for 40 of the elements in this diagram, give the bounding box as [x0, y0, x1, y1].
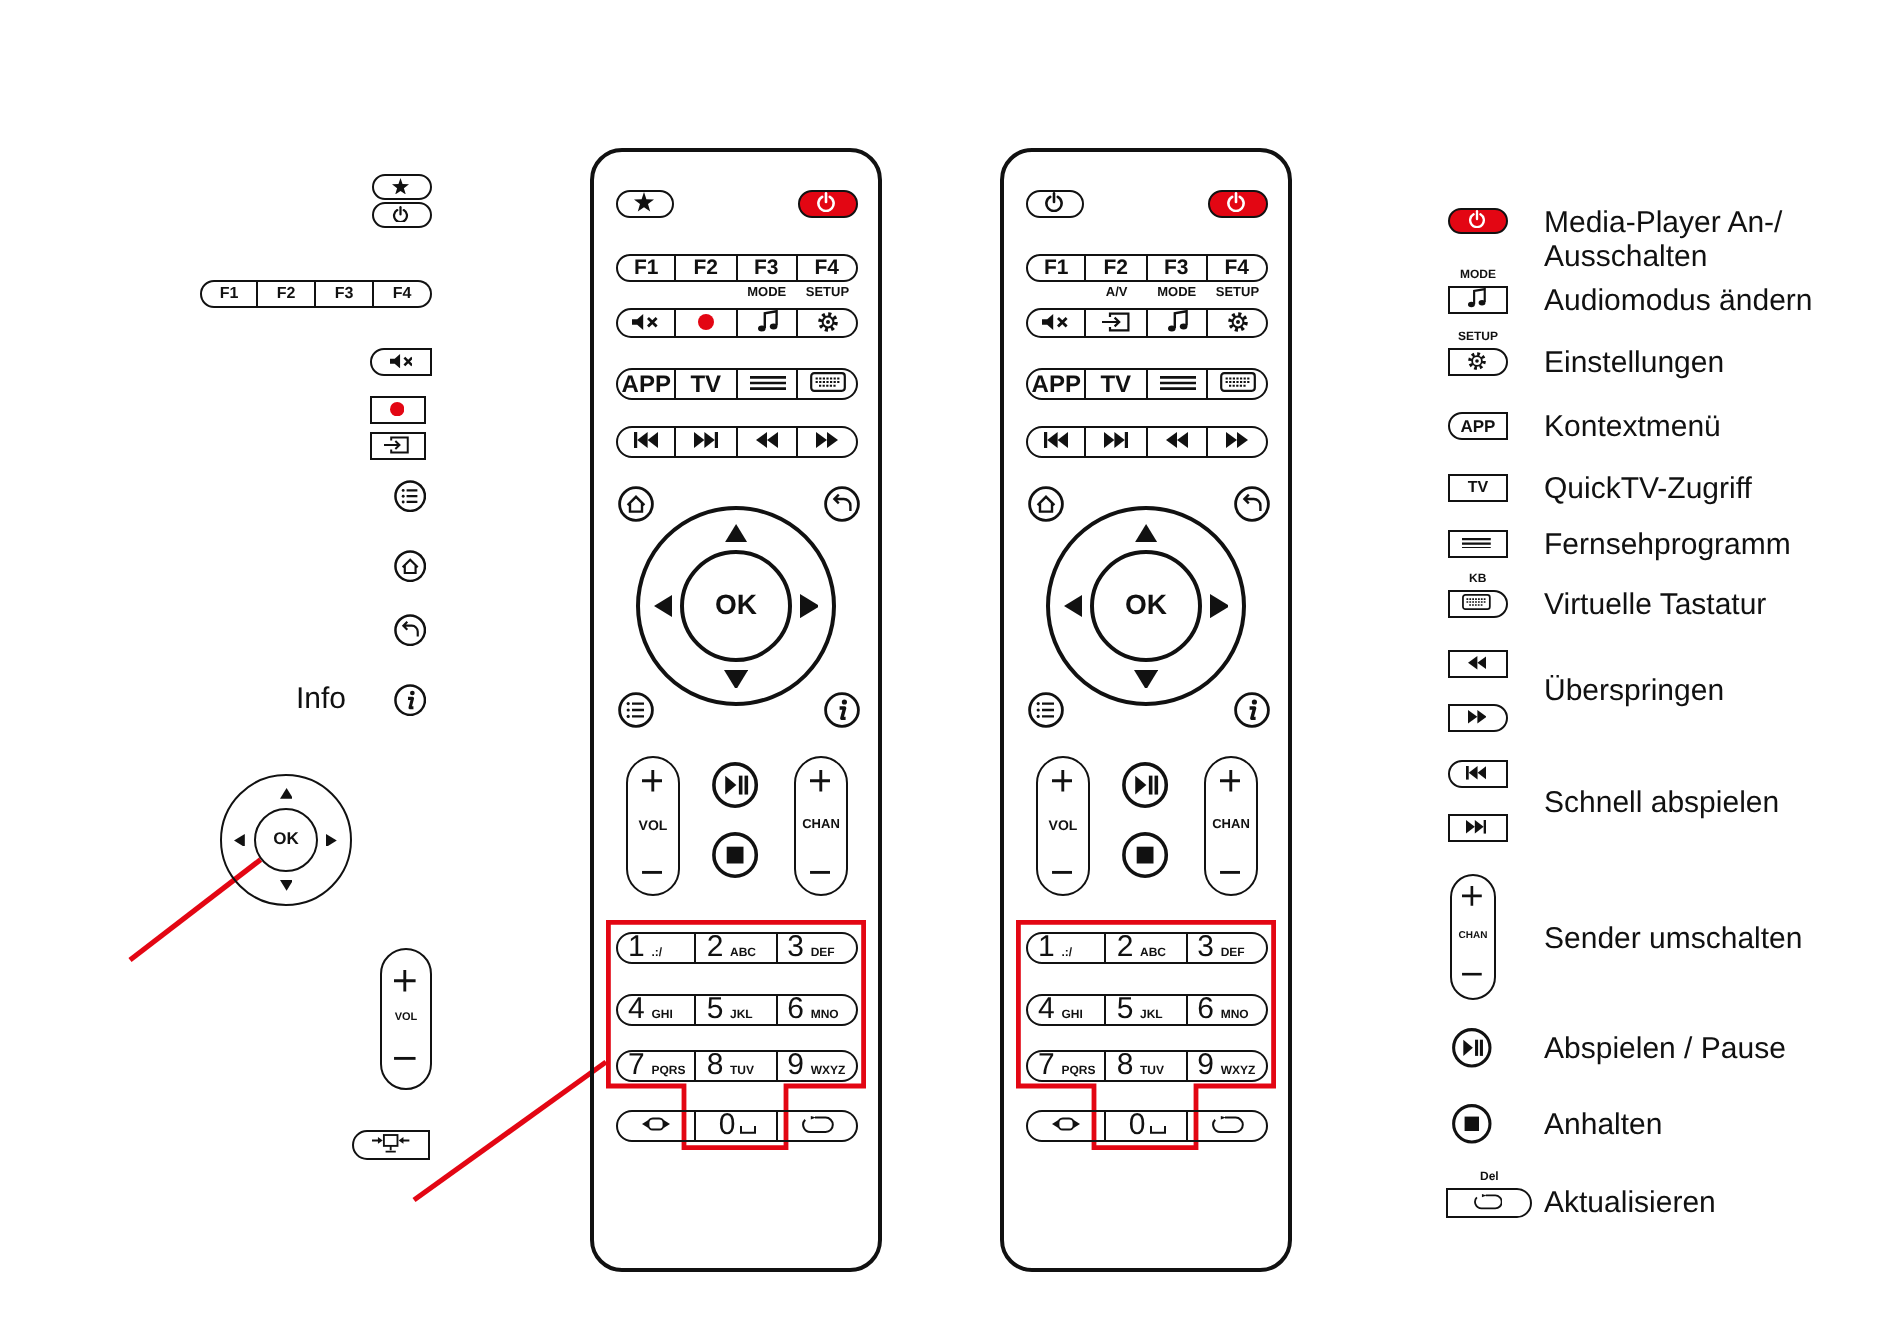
remote-key: F2	[1086, 254, 1147, 282]
legend-text: Überspringen	[1544, 673, 1725, 707]
remote-key: F3	[737, 254, 798, 282]
remote-key: 0	[1106, 1110, 1188, 1142]
ok-button: OK	[1090, 550, 1202, 662]
legend-text: Schnell abspielen	[1544, 785, 1780, 819]
legend-text: Fernsehprogramm	[1544, 527, 1791, 561]
remote-key: 0	[696, 1110, 778, 1142]
legend-text: Anhalten	[1544, 1107, 1663, 1141]
remote-key: F1	[1026, 254, 1087, 282]
legend-text: Aktualisieren	[1544, 1185, 1716, 1219]
remote-key: APP	[1448, 412, 1508, 440]
remote-key: F3	[1147, 254, 1208, 282]
leader-line	[412, 1059, 608, 1203]
remote-key: TV	[676, 368, 737, 400]
legend-text: Virtuelle Tastatur	[1544, 587, 1767, 621]
remote-key: F4	[374, 280, 432, 308]
legend-text: Abspielen / Pause	[1544, 1031, 1786, 1065]
leader-line	[128, 857, 263, 963]
legend-text: Einstellungen	[1544, 345, 1725, 379]
ok-button: OK	[254, 808, 318, 872]
legend-text: QuickTV-Zugriff	[1544, 471, 1752, 505]
legend-text: Sender umschalten	[1544, 921, 1803, 955]
legend-text: Kontextmenü	[1544, 409, 1721, 443]
remote-key: F1	[616, 254, 677, 282]
ok-button: OK	[680, 550, 792, 662]
legend-text: Media-Player An-/ Ausschalten	[1544, 206, 1785, 274]
remote-key: TV	[1448, 474, 1508, 502]
remote-key: APP	[616, 368, 677, 400]
key-caption: Info	[296, 682, 347, 716]
remote-key: F3	[316, 280, 374, 308]
remote-key: F1	[200, 280, 258, 308]
remote-key: F2	[676, 254, 737, 282]
remote-key: TV	[1086, 368, 1147, 400]
legend-text: Audiomodus ändern	[1544, 283, 1813, 317]
remote-key: F4	[797, 254, 858, 282]
remote-key: APP	[1026, 368, 1087, 400]
highlight-outline	[606, 920, 866, 1150]
remote-key: F2	[258, 280, 316, 308]
remote-key: F4	[1207, 254, 1268, 282]
